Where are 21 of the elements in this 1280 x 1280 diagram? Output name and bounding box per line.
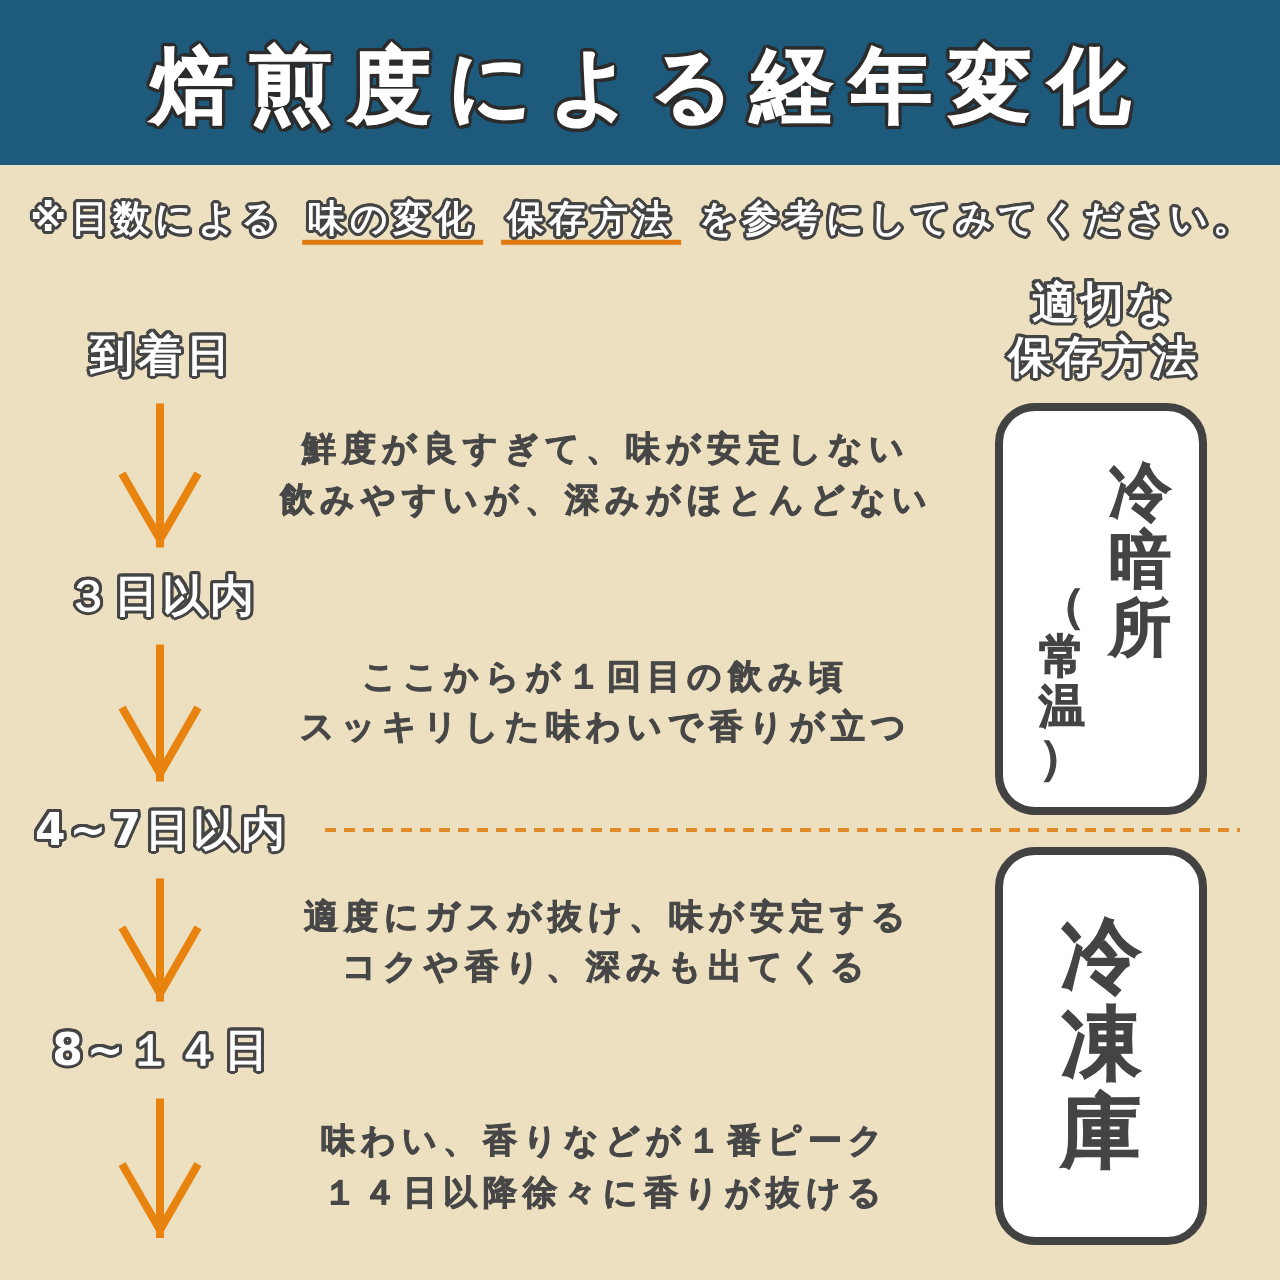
storage-box [995,403,1207,815]
description-text: 適度にガスが抜け、味が安定する [303,895,912,937]
description-text: スッキリした味わいで香りが立つ [299,705,912,747]
description-text: 鮮度が良すぎて、味が安定しない [300,427,910,469]
storage-box [995,847,1207,1245]
column-heading: 適切な [1030,276,1177,330]
storage-note-text: （常温） [1039,580,1085,783]
description-text: 味わい、香りなどが１番ピーク [320,1119,889,1161]
day-label: 4~7日以内 [30,803,290,857]
day-label: 到着日 [86,328,234,382]
title-text: 焙煎度による経年変化 [148,36,1147,135]
day-label: ３日以内 [62,569,258,623]
column-heading: 保存方法 [1006,330,1200,384]
storage-method-text: 冷暗所 [1109,458,1171,663]
day-label: 8~１４日 [48,1023,272,1077]
description-text: １４日以降徐々に香りが抜ける [321,1171,888,1213]
instruction-text: ※日数による 味の変化 保存方法 を参考にしてみてください。 [25,196,1255,242]
description-text: コクや香り、深みも出てくる [340,945,871,987]
description-text: 飲みやすいが、深みがほとんどない [278,478,933,520]
storage-method-text: 冷凍庫 [1061,912,1141,1176]
description-text: ここからが１回目の飲み頃 [360,655,849,697]
